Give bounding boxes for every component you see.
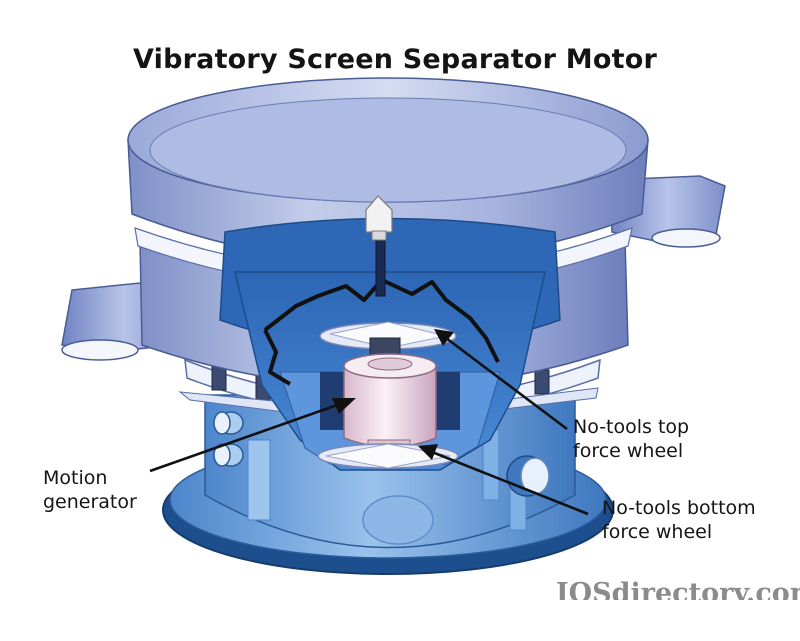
callout-line-bottom-wheel	[431, 450, 589, 516]
label-top-force-wheel-line2: force wheel	[573, 440, 684, 462]
left-knobs	[213, 411, 244, 467]
callout-line-motion-generator	[149, 402, 341, 473]
label-motion-generator: Motion generator	[43, 466, 137, 514]
label-top-force-wheel: No-tools top force wheel	[573, 415, 689, 463]
center-post	[365, 195, 393, 297]
label-bottom-force-wheel: No-tools bottom force wheel	[602, 496, 756, 544]
cutaway-edge-left	[263, 329, 292, 386]
callout-arrow-top-wheel	[434, 329, 454, 346]
top-force-wheel	[319, 321, 457, 359]
diagram-title: Vibratory Screen Separator Motor	[133, 44, 657, 75]
bottom-force-wheel	[317, 443, 459, 469]
label-motion-generator-line2: generator	[43, 491, 137, 513]
label-top-force-wheel-line1: No-tools top	[573, 416, 690, 438]
callout-arrow-bottom-wheel	[418, 444, 438, 460]
watermark: IQSdirectory.com	[556, 578, 800, 600]
callout-line-top-wheel	[445, 336, 568, 431]
callout-arrow-motion-generator	[332, 398, 356, 414]
label-bottom-force-wheel-line1: No-tools bottom	[602, 497, 756, 519]
label-bottom-force-wheel-line2: force wheel	[602, 521, 713, 543]
label-motion-generator-line1: Motion	[43, 467, 108, 489]
callouts	[149, 329, 589, 516]
cutaway-edge	[263, 278, 500, 363]
